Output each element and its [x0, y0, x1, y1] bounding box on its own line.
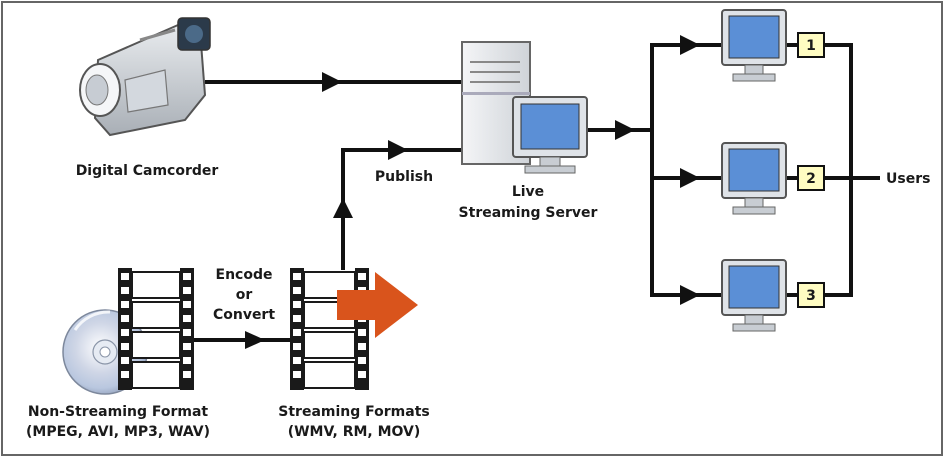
camcorder-label: Digital Camcorder — [76, 163, 219, 179]
arrow-user-1 — [680, 35, 700, 55]
streaming-label-line2: (WMV, RM, MOV) — [288, 424, 421, 440]
arrowheads — [245, 35, 700, 349]
arrow-camcorder — [322, 72, 342, 92]
arrow-user-3 — [680, 285, 700, 305]
encode-label-line2: or — [236, 287, 253, 303]
user-number-box-1: 1 — [797, 32, 825, 58]
encode-label-line3: Convert — [213, 307, 275, 323]
user-monitor-3 — [721, 259, 787, 332]
streaming-label-line1: Streaming Formats — [278, 404, 429, 420]
arrow-publish — [388, 140, 408, 160]
user-number-3: 3 — [806, 288, 816, 304]
connector-lines — [182, 43, 880, 342]
arrow-publish-up — [333, 198, 353, 218]
user-number-box-2: 2 — [797, 165, 825, 191]
arrow-encode — [245, 331, 265, 349]
publish-line — [341, 148, 462, 270]
streaming-orange-arrow-icon — [337, 272, 418, 338]
user-monitor-2 — [721, 142, 787, 215]
server-label-line1: Live — [512, 184, 544, 200]
users-label: Users — [886, 171, 930, 187]
server-monitor-icon — [512, 96, 588, 174]
publish-label: Publish — [375, 169, 433, 185]
camcorder-icon — [79, 17, 211, 137]
encode-label-line1: Encode — [216, 267, 273, 283]
user-number-1: 1 — [806, 38, 816, 54]
user-number-2: 2 — [806, 171, 816, 187]
user-number-box-3: 3 — [797, 282, 825, 308]
film-strip-streaming — [290, 268, 369, 390]
nonstreaming-label-line1: Non-Streaming Format — [28, 404, 209, 420]
arrow-user-2 — [680, 168, 700, 188]
server-label-line2: Streaming Server — [459, 205, 598, 221]
film-strip-nonstreaming — [118, 268, 194, 390]
arrow-server-out — [615, 120, 635, 140]
nonstreaming-label-line2: (MPEG, AVI, MP3, WAV) — [26, 424, 210, 440]
user-monitor-1 — [721, 9, 787, 82]
